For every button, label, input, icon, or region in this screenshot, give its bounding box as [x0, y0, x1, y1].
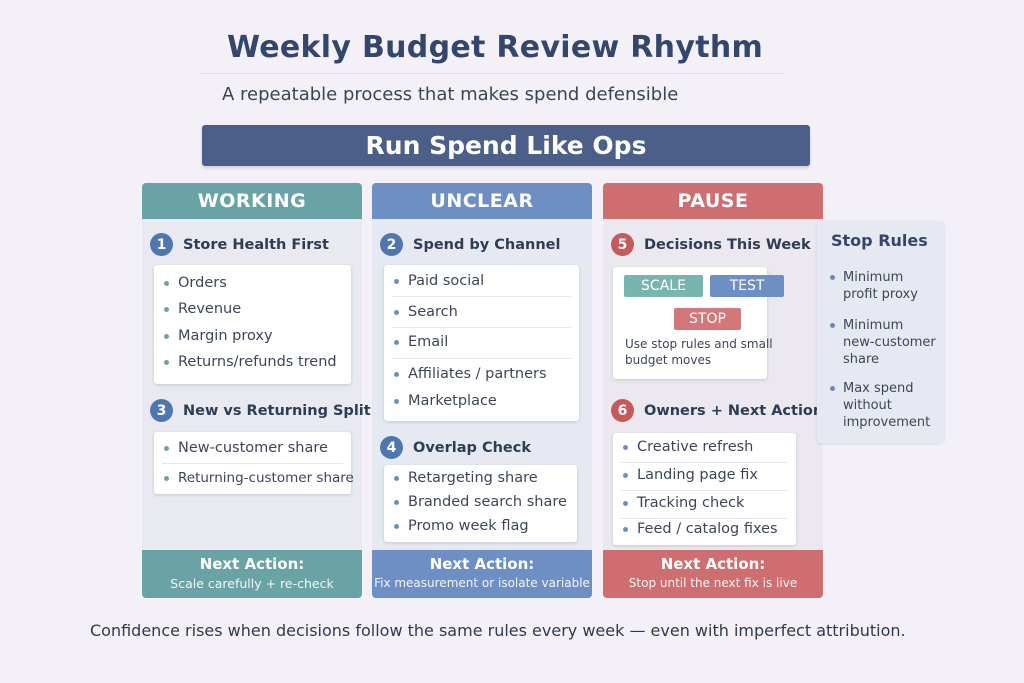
section-title: Overlap Check	[413, 439, 531, 456]
list-item: Orders	[164, 275, 227, 291]
stop-rule-item: Max spend without improvement	[830, 380, 935, 431]
bullet-icon	[394, 398, 399, 404]
bullet-icon	[164, 280, 169, 286]
bullet-icon	[164, 359, 169, 365]
test-button[interactable]: TEST	[710, 275, 784, 297]
section-title: Spend by Channel	[413, 236, 561, 253]
stop-rule-item: Minimum new-customer share	[830, 317, 938, 368]
divider	[392, 327, 571, 328]
next-action-text: Scale carefully + re-check	[170, 576, 334, 591]
divider	[392, 296, 571, 297]
divider	[621, 490, 788, 491]
section-title: Store Health First	[183, 236, 329, 253]
bullet-icon	[623, 526, 628, 532]
list-item: Retargeting share	[394, 470, 538, 486]
bullet-icon	[830, 386, 835, 391]
step-number: 1	[150, 233, 173, 256]
step-number: 6	[611, 399, 634, 422]
bullet-icon	[164, 445, 169, 451]
stop-button[interactable]: STOP	[674, 308, 741, 330]
section-store-health: 1 Store Health First	[150, 233, 329, 256]
page-subtitle: A repeatable process that makes spend de…	[222, 84, 679, 105]
section-title: Decisions This Week	[644, 236, 811, 253]
decisions-card: SCALE TEST STOP Use stop rules and small…	[613, 267, 784, 379]
bullet-icon	[394, 309, 399, 315]
list-item: Returning-customer share	[164, 470, 354, 486]
bullet-icon	[394, 339, 399, 345]
list-item: Search	[394, 304, 458, 320]
next-action-label: Next Action:	[429, 555, 535, 573]
column-header-working: WORKING	[142, 183, 362, 219]
section-title: Owners + Next Actions	[644, 402, 832, 419]
divider	[392, 358, 571, 359]
bullet-icon	[164, 333, 169, 339]
list-item: Tracking check	[623, 495, 744, 511]
list-item: Paid social	[394, 273, 484, 289]
divider	[162, 463, 343, 464]
list-item: Promo week flag	[394, 518, 529, 534]
list-item: Affiliates / partners	[394, 366, 547, 382]
column-header-unclear: UNCLEAR	[372, 183, 592, 219]
stop-rules-title: Stop Rules	[831, 231, 928, 250]
bullet-icon	[830, 275, 835, 280]
next-action-pause: Next Action: Stop until the next fix is …	[603, 550, 823, 598]
spend-by-channel-card: Paid social Search Email Affiliates / pa…	[384, 265, 579, 421]
list-item: Returns/refunds trend	[164, 354, 337, 370]
stop-rule-item: Minimum profit proxy	[830, 269, 935, 303]
next-action-label: Next Action:	[660, 555, 766, 573]
next-action-text: Fix measurement or isolate variable	[374, 576, 590, 590]
column-pause: PAUSE 5 Decisions This Week SCALE TEST S…	[603, 183, 832, 598]
owners-card: Creative refresh Landing page fix Tracki…	[613, 433, 796, 545]
divider	[621, 462, 788, 463]
step-number: 4	[380, 436, 403, 459]
bullet-icon	[623, 472, 628, 478]
section-owners: 6 Owners + Next Actions	[611, 399, 832, 422]
next-action-unclear: Next Action: Fix measurement or isolate …	[372, 550, 592, 598]
list-item: Email	[394, 334, 448, 350]
title-divider	[200, 73, 785, 74]
store-health-card: Orders Revenue Margin proxy Returns/refu…	[154, 265, 351, 384]
section-new-vs-returning: 3 New vs Returning Split	[150, 399, 371, 422]
next-action-working: Next Action: Scale carefully + re-check	[142, 550, 362, 598]
list-item: Margin proxy	[164, 328, 273, 344]
list-item: Branded search share	[394, 494, 567, 510]
bullet-icon	[164, 306, 169, 312]
bullet-icon	[394, 475, 399, 481]
step-number: 2	[380, 233, 403, 256]
list-item: New-customer share	[164, 440, 328, 456]
section-decisions: 5 Decisions This Week	[611, 233, 811, 256]
next-action-label: Next Action:	[199, 555, 305, 573]
divider	[621, 518, 788, 519]
list-item: Feed / catalog fixes	[623, 521, 778, 537]
bullet-icon	[394, 278, 399, 284]
overlap-check-card: Retargeting share Branded search share P…	[384, 465, 577, 542]
step-number: 5	[611, 233, 634, 256]
column-header-pause: PAUSE	[603, 183, 823, 219]
bullet-icon	[394, 523, 399, 529]
bullet-icon	[623, 444, 628, 450]
bullet-icon	[830, 323, 835, 328]
bullet-icon	[623, 500, 628, 506]
new-vs-returning-card: New-customer share Returning-customer sh…	[154, 432, 354, 494]
banner: Run Spend Like Ops	[202, 125, 810, 166]
next-action-text: Stop until the next fix is live	[628, 576, 798, 590]
column-working: WORKING 1 Store Health First Orders Reve…	[142, 183, 371, 598]
step-number: 3	[150, 399, 173, 422]
list-item: Marketplace	[394, 393, 497, 409]
list-item: Creative refresh	[623, 439, 753, 455]
list-item: Landing page fix	[623, 467, 758, 483]
section-title: New vs Returning Split	[183, 402, 371, 419]
page-title: Weekly Budget Review Rhythm	[226, 30, 764, 65]
section-spend-by-channel: 2 Spend by Channel	[380, 233, 561, 256]
column-unclear: UNCLEAR 2 Spend by Channel Paid social S…	[372, 183, 592, 598]
bullet-icon	[394, 371, 399, 377]
bullet-icon	[164, 475, 169, 481]
section-overlap-check: 4 Overlap Check	[380, 436, 531, 459]
list-item: Revenue	[164, 301, 241, 317]
footer-note: Confidence rises when decisions follow t…	[90, 621, 906, 640]
decisions-note: Use stop rules and small budget moves	[625, 337, 773, 367]
stop-rules-panel: Stop Rules Minimum profit proxy Minimum …	[817, 221, 944, 443]
scale-button[interactable]: SCALE	[624, 275, 703, 297]
bullet-icon	[394, 499, 399, 505]
